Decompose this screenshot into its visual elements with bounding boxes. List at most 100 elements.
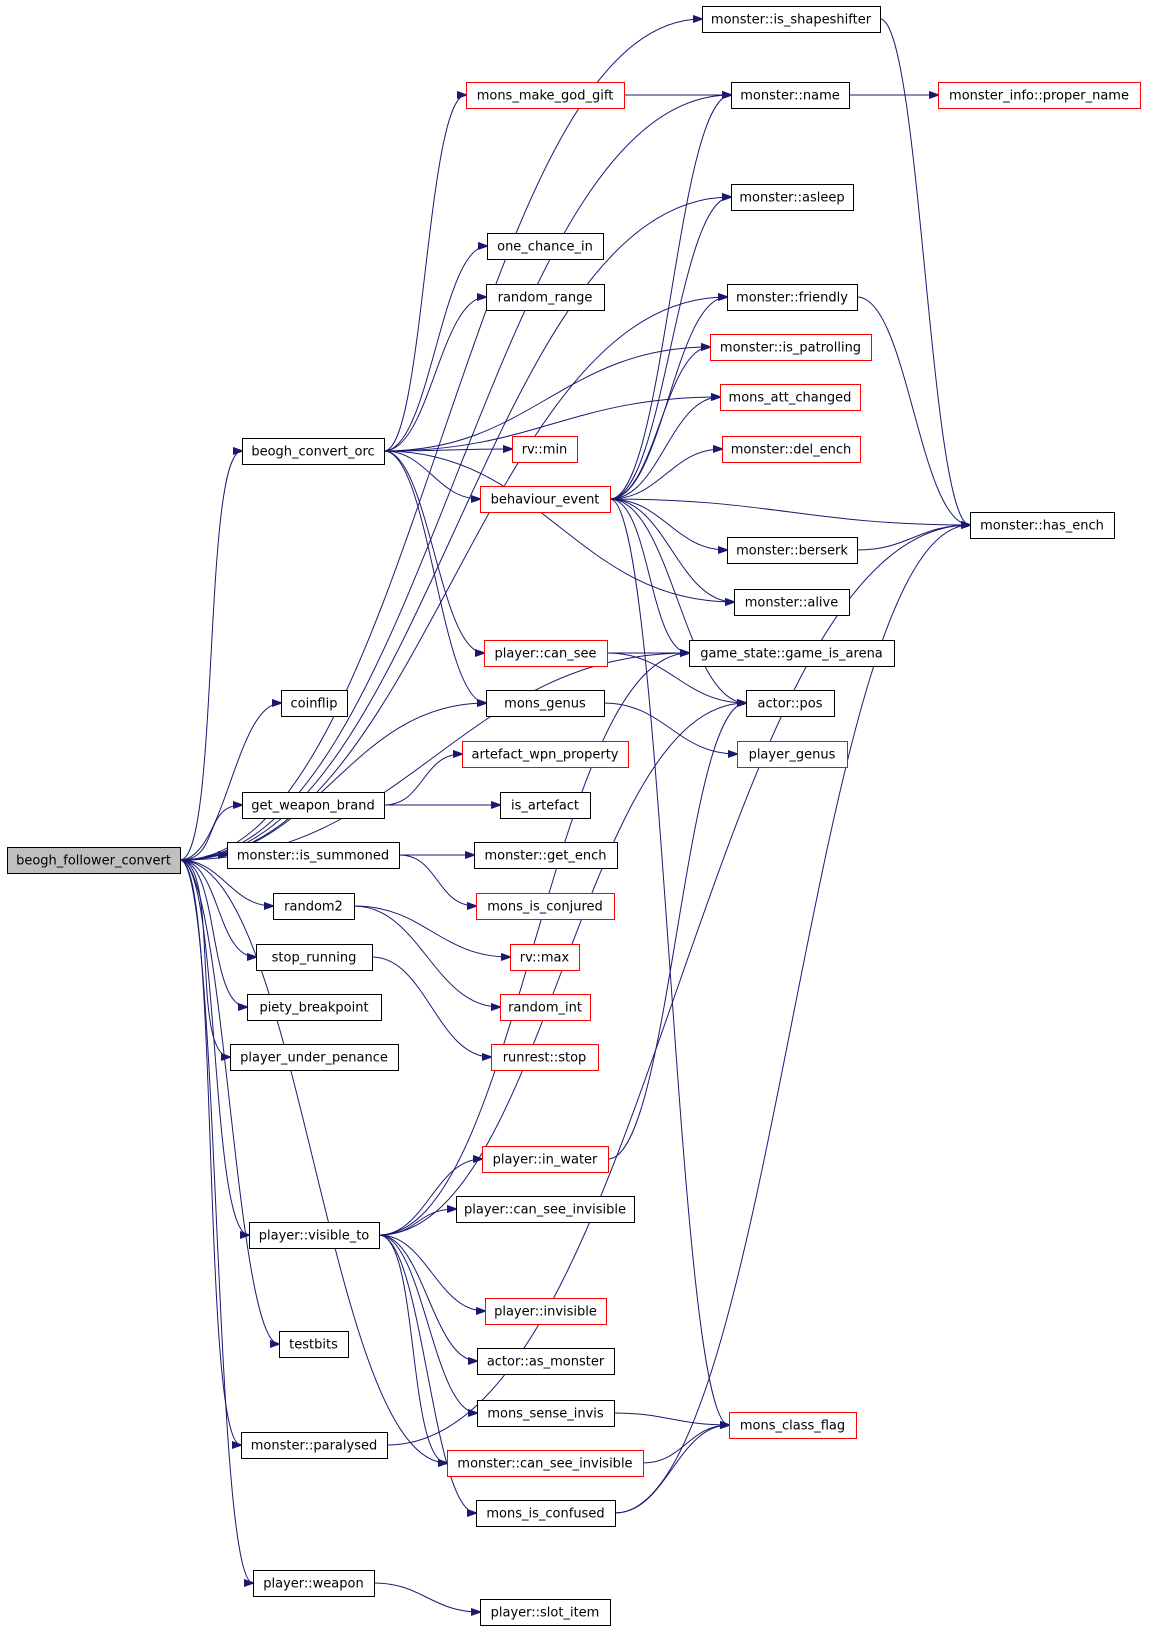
- node-monster-asleep[interactable]: monster::asleep: [731, 184, 854, 211]
- edge-path: [609, 498, 689, 653]
- node-mons-make-god-gift[interactable]: mons_make_god_gift: [466, 82, 625, 109]
- node-mons-class-flag[interactable]: mons_class_flag: [729, 1412, 857, 1439]
- call-edge-mons_is_confused-to-monster_has_ench: [614, 525, 970, 1514]
- node-monster-has-ench[interactable]: monster::has_ench: [970, 512, 1115, 539]
- call-edge-behaviour_event-to-monster_alive: [609, 498, 734, 602]
- call-edge-beogh_follower_convert-to-monster_is_summoned: [179, 855, 227, 861]
- node-monster-name[interactable]: monster::name: [731, 82, 850, 109]
- edge-path: [642, 1425, 729, 1464]
- node-piety-breakpoint[interactable]: piety_breakpoint: [247, 994, 382, 1021]
- node-rv-max[interactable]: rv::max: [510, 944, 580, 971]
- node-beogh-convert-orc[interactable]: beogh_convert_orc: [242, 438, 385, 465]
- node-monster-paralysed[interactable]: monster::paralysed: [241, 1432, 388, 1459]
- node-behaviour-event[interactable]: behaviour_event: [480, 486, 611, 513]
- edge-path: [609, 498, 727, 550]
- edge-path: [383, 297, 486, 452]
- node-player-slot-item[interactable]: player::slot_item: [480, 1599, 611, 1626]
- edge-path: [856, 296, 970, 525]
- node-box: [727, 537, 858, 564]
- node-monster-del-ench[interactable]: monster::del_ench: [722, 436, 861, 463]
- call-edge-monster_friendly-to-monster_has_ench: [856, 296, 970, 525]
- node-box: [230, 1044, 399, 1071]
- node-player-can-see[interactable]: player::can_see: [484, 640, 608, 667]
- node-box: [729, 1412, 857, 1439]
- node-player-genus[interactable]: player_genus: [737, 741, 848, 768]
- call-edge-beogh_follower_convert-to-player_visible_to: [179, 859, 249, 1235]
- edge-path: [179, 859, 230, 1057]
- node-label: mons_genus: [504, 697, 586, 712]
- node-get-weapon-brand[interactable]: get_weapon_brand: [242, 792, 385, 819]
- call-edge-player_visible_to-to-mons_sense_invis: [378, 1234, 477, 1413]
- node-runrest-stop[interactable]: runrest::stop: [491, 1044, 599, 1071]
- edge-path: [606, 652, 746, 703]
- node-player-under-penance[interactable]: player_under_penance: [230, 1044, 399, 1071]
- node-box: [734, 589, 850, 616]
- node-label: game_state::game_is_arena: [700, 647, 883, 662]
- node-testbits[interactable]: testbits: [279, 1331, 349, 1358]
- node-mons-genus[interactable]: mons_genus: [486, 690, 605, 717]
- node-stop-running[interactable]: stop_running: [256, 944, 373, 971]
- node-random2[interactable]: random2: [273, 893, 355, 920]
- node-label: monster::name: [740, 89, 839, 104]
- node-box: [720, 384, 861, 411]
- node-player-invisible[interactable]: player::invisible: [485, 1298, 607, 1325]
- node-is-artefact[interactable]: is_artefact: [500, 792, 591, 819]
- node-label: monster::del_ench: [731, 443, 852, 458]
- node-monster-friendly[interactable]: monster::friendly: [727, 284, 858, 311]
- node-monster-alive[interactable]: monster::alive: [734, 589, 850, 616]
- node-coinflip[interactable]: coinflip: [281, 690, 348, 717]
- node-mons-att-changed[interactable]: mons_att_changed: [720, 384, 861, 411]
- edge-path: [371, 956, 491, 1057]
- node-label: beogh_follower_convert: [16, 854, 171, 869]
- node-label: player::visible_to: [259, 1229, 370, 1244]
- node-monster-is-shapeshifter[interactable]: monster::is_shapeshifter: [702, 6, 881, 33]
- node-box: [242, 438, 385, 465]
- node-rv-min[interactable]: rv::min: [512, 436, 578, 463]
- edge-path: [179, 859, 247, 1007]
- node-actor-as-monster[interactable]: actor::as_monster: [477, 1348, 615, 1375]
- node-box: [710, 334, 872, 361]
- node-one-chance-in[interactable]: one_chance_in: [487, 233, 604, 260]
- node-label: actor::pos: [757, 697, 822, 712]
- call-edge-beogh_follower_convert-to-player_weapon: [179, 859, 253, 1583]
- node-player-in-water[interactable]: player::in_water: [482, 1146, 609, 1173]
- node-label: stop_running: [272, 951, 357, 966]
- call-edge-beogh_follower_convert-to-get_weapon_brand: [179, 805, 242, 861]
- call-edge-monster_is_shapeshifter-to-monster_has_ench: [879, 18, 970, 525]
- node-monster-is-patrolling[interactable]: monster::is_patrolling: [710, 334, 872, 361]
- node-player-can-see-invisible[interactable]: player::can_see_invisible: [456, 1196, 635, 1223]
- node-mons-is-conjured[interactable]: mons_is_conjured: [476, 893, 615, 920]
- node-label: player::weapon: [263, 1577, 363, 1592]
- node-label: player::slot_item: [491, 1606, 600, 1621]
- node-monster-is-summoned[interactable]: monster::is_summoned: [227, 842, 400, 869]
- node-player-weapon[interactable]: player::weapon: [253, 1570, 375, 1597]
- node-artefact-wpn-property[interactable]: artefact_wpn_property: [462, 741, 629, 768]
- call-edge-beogh_convert_orc-to-behaviour_event: [383, 450, 480, 499]
- node-box: [731, 184, 854, 211]
- node-monster-get-ench[interactable]: monster::get_ench: [474, 842, 618, 869]
- node-player-visible-to[interactable]: player::visible_to: [249, 1222, 380, 1249]
- node-label: player::can_see_invisible: [464, 1203, 626, 1218]
- node-box: [727, 284, 858, 311]
- call-edge-behaviour_event-to-monster_asleep: [609, 197, 731, 500]
- node-monster-can-see-invisible[interactable]: monster::can_see_invisible: [447, 1450, 644, 1477]
- node-random-range[interactable]: random_range: [486, 284, 605, 311]
- node-beogh-follower-convert[interactable]: beogh_follower_convert: [7, 847, 181, 874]
- node-monster-berserk[interactable]: monster::berserk: [727, 537, 858, 564]
- node-actor-pos[interactable]: actor::pos: [746, 690, 835, 717]
- edge-path: [179, 859, 241, 1445]
- node-label: piety_breakpoint: [259, 1001, 368, 1016]
- node-label: get_weapon_brand: [251, 799, 374, 814]
- node-label: is_artefact: [511, 799, 579, 814]
- node-mons-sense-invis[interactable]: mons_sense_invis: [477, 1400, 615, 1427]
- edge-path: [179, 703, 281, 861]
- node-random-int[interactable]: random_int: [500, 994, 591, 1021]
- node-label: player_under_penance: [240, 1051, 388, 1066]
- node-label: monster::friendly: [736, 291, 848, 306]
- node-game-state-game-is-arena[interactable]: game_state::game_is_arena: [689, 640, 895, 667]
- edge-path: [179, 197, 731, 861]
- node-mons-is-confused[interactable]: mons_is_confused: [476, 1500, 616, 1527]
- node-monster-info-proper-name[interactable]: monster_info::proper_name: [938, 82, 1141, 109]
- node-label: mons_is_conjured: [487, 900, 603, 915]
